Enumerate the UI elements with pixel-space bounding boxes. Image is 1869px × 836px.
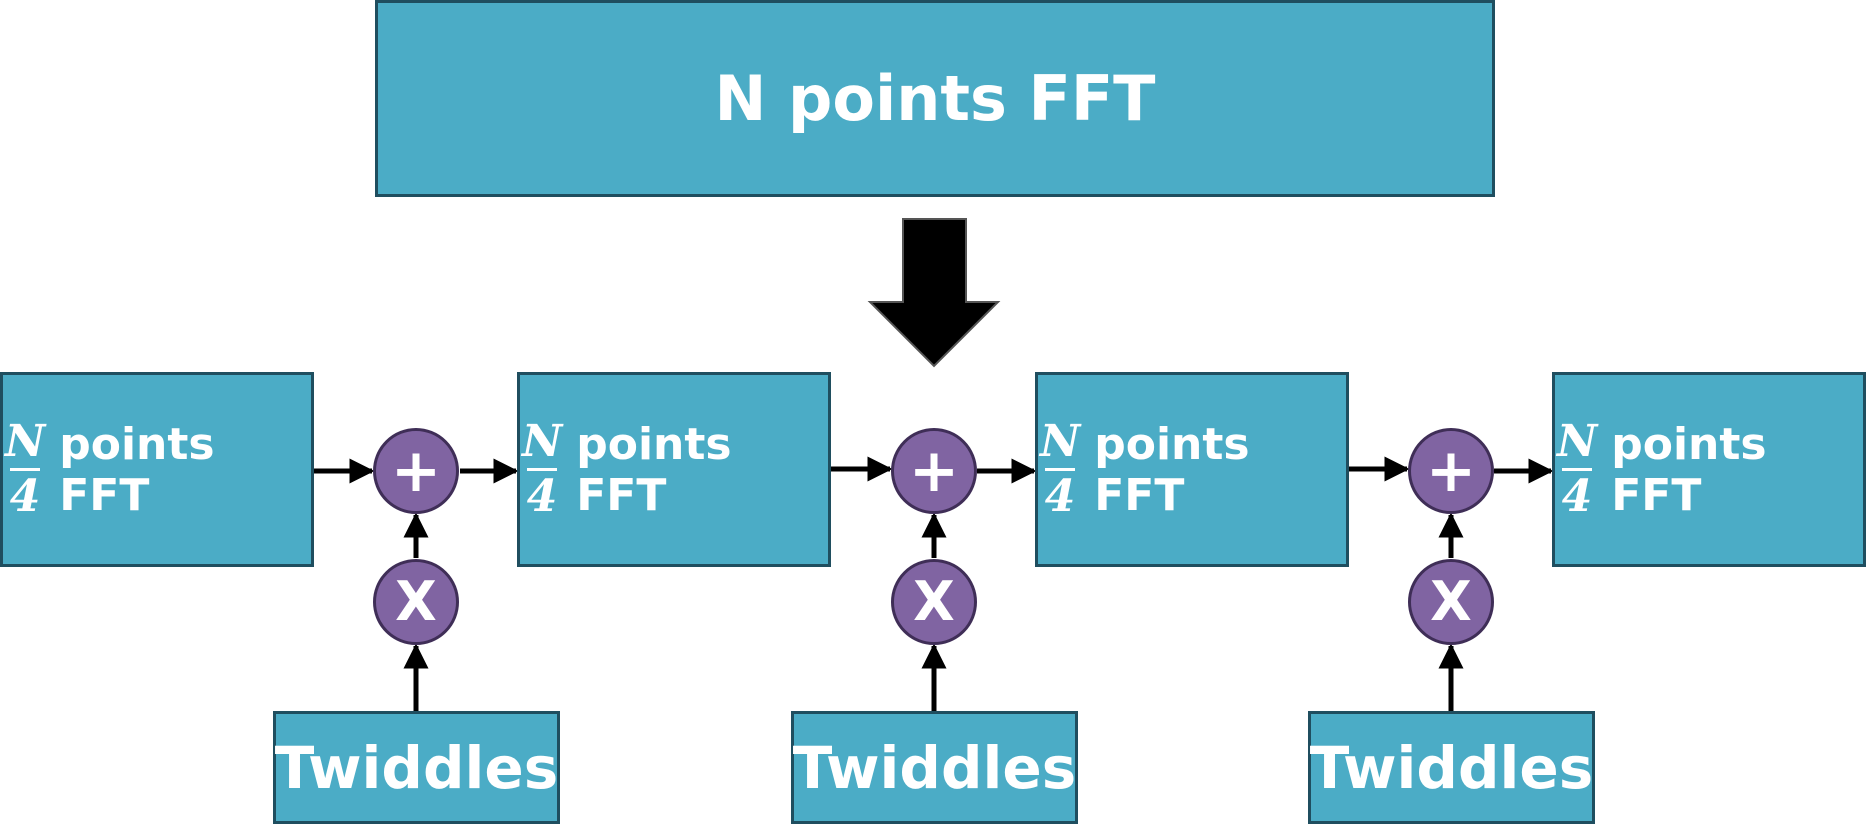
twiddles-box-3: Twiddles — [1308, 711, 1595, 824]
adder-node-3: + — [1408, 428, 1494, 514]
quarter-fft-box-1: N 4 points FFT — [0, 372, 314, 567]
twiddles-box-2: Twiddles — [791, 711, 1078, 824]
twiddles-label: Twiddles — [274, 733, 559, 802]
fraction-bar — [527, 468, 558, 471]
multiplier-node-2: X — [891, 559, 977, 645]
twiddles-label: Twiddles — [792, 733, 1077, 802]
multiply-icon: X — [395, 570, 437, 633]
fraction-denominator: 4 — [526, 471, 558, 522]
fraction-numerator: N — [522, 416, 563, 467]
multiply-icon: X — [913, 570, 955, 633]
plus-icon: + — [1425, 436, 1477, 506]
multiplier-node-1: X — [373, 559, 459, 645]
quarter-fft-box-4: N 4 points FFT — [1552, 372, 1866, 567]
twiddles-box-1: Twiddles — [273, 711, 560, 824]
quarter-fft-box-3: N 4 points FFT — [1035, 372, 1349, 567]
stage-label: points FFT — [1094, 418, 1250, 521]
fraction-denominator: 4 — [1561, 471, 1593, 522]
stage-label: points FFT — [1611, 418, 1767, 521]
plus-icon: + — [390, 436, 442, 506]
fraction-bar — [1562, 468, 1593, 471]
fraction-bar — [1045, 468, 1076, 471]
decompose-arrow-icon — [867, 218, 1001, 368]
adder-node-1: + — [373, 428, 459, 514]
stage-label: points FFT — [59, 418, 215, 521]
adder-node-2: + — [891, 428, 977, 514]
n-over-4-fraction: N 4 — [520, 420, 564, 519]
fraction-numerator: N — [5, 416, 46, 467]
stage-label: points FFT — [576, 418, 732, 521]
n-over-4-fraction: N 4 — [1555, 420, 1599, 519]
fraction-denominator: 4 — [1044, 471, 1076, 522]
multiply-icon: X — [1430, 570, 1472, 633]
quarter-fft-box-2: N 4 points FFT — [517, 372, 831, 567]
fraction-numerator: N — [1557, 416, 1598, 467]
n-points-fft-box: N points FFT — [375, 0, 1495, 197]
multiplier-node-3: X — [1408, 559, 1494, 645]
plus-icon: + — [908, 436, 960, 506]
n-points-fft-label: N points FFT — [714, 62, 1156, 135]
n-over-4-fraction: N 4 — [1038, 420, 1082, 519]
fraction-denominator: 4 — [9, 471, 41, 522]
fraction-bar — [10, 468, 41, 471]
twiddles-label: Twiddles — [1309, 733, 1594, 802]
fraction-numerator: N — [1040, 416, 1081, 467]
n-over-4-fraction: N 4 — [3, 420, 47, 519]
